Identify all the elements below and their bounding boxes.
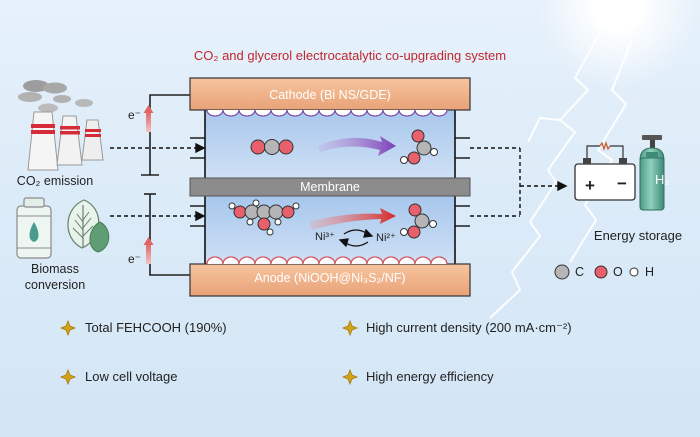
carbon-legend-label: C: [575, 265, 585, 279]
lightning-icon: [489, 31, 633, 319]
hydrogen-legend-dot: [629, 267, 639, 277]
electron-label-top: e⁻: [128, 108, 142, 122]
star-icon: [341, 368, 359, 386]
membrane-bar: [189, 177, 471, 197]
biomass-label-line2: conversion: [24, 278, 86, 292]
feed-arrows: [110, 142, 206, 222]
sun-icon: [538, 0, 698, 88]
carbon-legend-dot: [554, 264, 570, 280]
feature-stars: [59, 319, 359, 386]
oxygen-legend-dot: [594, 265, 608, 279]
anode-electrode: [189, 263, 471, 297]
gas-cylinder-icon: [639, 135, 665, 211]
co2-molecule: [250, 139, 294, 155]
anode-reaction-arrow: [310, 208, 396, 230]
cathode-catalyst-layer: [206, 109, 448, 117]
formate-molecule-cathode: [400, 129, 438, 165]
battery-minus-label: −: [617, 174, 627, 193]
co2-emission-label: CO₂ emission: [16, 174, 94, 188]
feature-energy-efficiency: High energy efficiency: [366, 369, 494, 384]
external-circuit: [141, 94, 190, 276]
energy-storage-label: Energy storage: [593, 228, 683, 243]
oxygen-legend-label: O: [613, 265, 623, 279]
electron-flow-arrow-bottom: [143, 237, 154, 264]
star-icon: [341, 319, 359, 337]
leaf-icon: [67, 199, 110, 253]
formate-molecule-anode: [400, 203, 437, 239]
ni2-label: Ni²⁺: [376, 232, 396, 244]
bottle-icon: [16, 197, 52, 259]
battery-icon: [574, 141, 636, 201]
anode-catalyst-layer: [206, 256, 448, 265]
membrane-label: Membrane: [300, 180, 360, 194]
star-icon: [59, 368, 77, 386]
battery-plus-label: +: [585, 176, 595, 195]
anode-label: Anode (NiOOH@Ni₃S₂/NF): [254, 271, 406, 285]
electron-flow-arrow-top: [143, 105, 154, 132]
diagram-title: CO₂ and glycerol electrocatalytic co-upg…: [193, 48, 507, 63]
feature-current-density: High current density (200 mA·cm⁻²): [366, 320, 572, 335]
h2-label: H₂: [655, 172, 670, 187]
cathode-electrode: [189, 77, 471, 111]
feature-cell-voltage: Low cell voltage: [85, 369, 178, 384]
feature-total-fe: Total FEHCOOH (190%): [85, 320, 227, 335]
biomass-label-line1: Biomass: [31, 262, 79, 276]
electron-label-bottom: e⁻: [128, 252, 142, 266]
atom-legend: [554, 264, 639, 280]
hydrogen-legend-label: H: [645, 265, 655, 279]
ni-redox-cycle-icon: [338, 228, 374, 248]
cathode-reaction-arrow: [318, 136, 396, 156]
star-icon: [59, 319, 77, 337]
ni3-label: Ni³⁺: [315, 231, 335, 243]
glycerol-molecule: [228, 199, 300, 236]
factory-icon: [18, 80, 104, 171]
cathode-label: Cathode (Bi NS/GDE): [269, 88, 391, 102]
outlet-arrows: [470, 147, 568, 217]
